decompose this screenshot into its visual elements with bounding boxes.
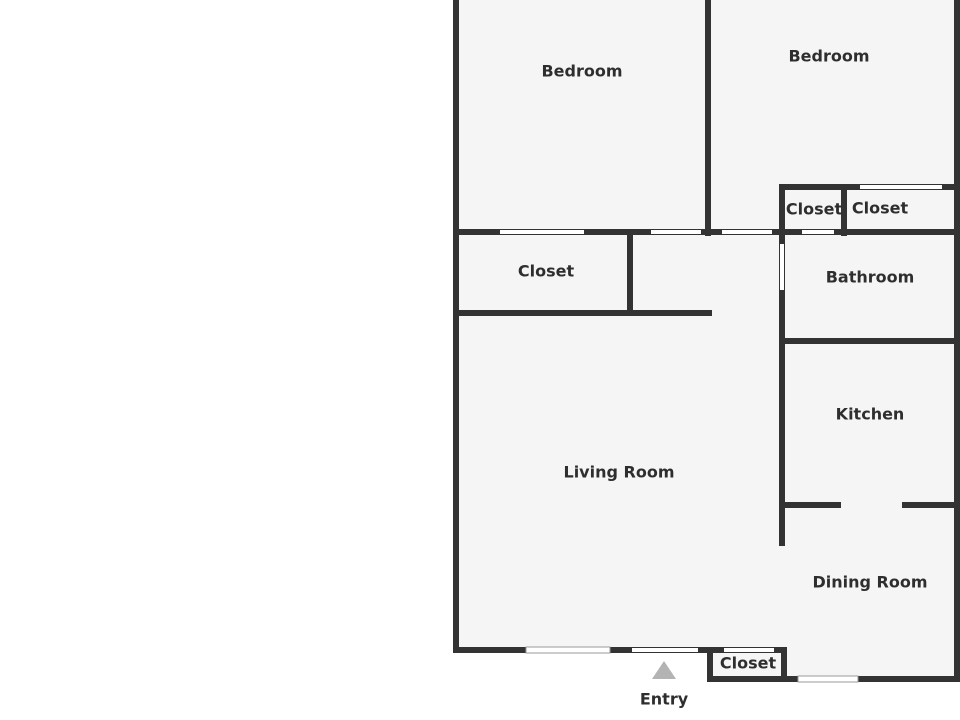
closet-entry-label: Closet xyxy=(720,654,777,673)
window-living-room xyxy=(525,646,611,654)
bedroom-left-label: Bedroom xyxy=(541,62,622,81)
closet-hall-label: Closet xyxy=(518,262,575,281)
closet-upper-a-label: Closet xyxy=(786,200,843,219)
entry-arrow-icon xyxy=(652,661,676,679)
living-room-label: Living Room xyxy=(564,463,675,482)
windows xyxy=(525,646,859,683)
openings xyxy=(500,185,942,652)
window-dining-room xyxy=(797,675,859,683)
room-labels: Bedroom Bedroom Closet Closet Closet Bat… xyxy=(518,47,928,673)
closet-upper-b-label: Closet xyxy=(852,199,909,218)
entry-label: Entry xyxy=(640,690,689,709)
dining-room-label: Dining Room xyxy=(812,573,927,592)
entry-marker: Entry xyxy=(640,661,689,709)
bedroom-right-label: Bedroom xyxy=(788,47,869,66)
kitchen-label: Kitchen xyxy=(836,405,905,424)
bathroom-label: Bathroom xyxy=(826,268,915,287)
